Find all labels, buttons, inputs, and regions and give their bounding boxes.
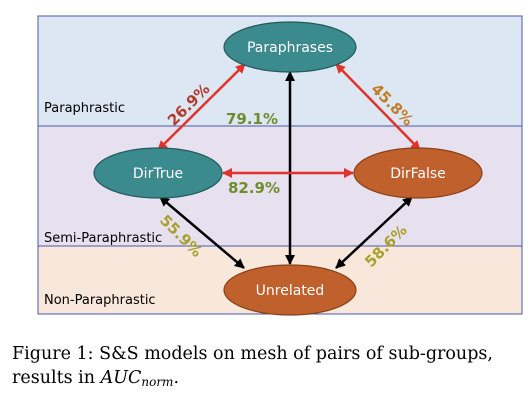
node-dirtrue xyxy=(93,147,223,199)
node-paraphrases xyxy=(223,21,357,73)
caption-line-2: results in AUCnorm. xyxy=(12,366,527,394)
caption-math-subscript: norm xyxy=(141,375,174,389)
edge-dirfalse-unrelated xyxy=(335,196,413,269)
caption-math-base: AUC xyxy=(100,368,142,388)
band-label-non-paraphrastic: Non-Paraphrastic xyxy=(44,293,156,308)
node-label-paraphrases: Paraphrases xyxy=(247,40,333,56)
band-label-paraphrastic: Paraphrastic xyxy=(44,101,125,116)
edge-paraphrases-dirtrue xyxy=(157,63,246,151)
caption-line-2-prefix: results in xyxy=(12,368,101,388)
caption-line-2-suffix: . xyxy=(173,368,180,388)
edge-label-dirtrue-dirfalse: 82.9% xyxy=(228,179,280,197)
band-label-semi-paraphrastic: Semi-Paraphrastic xyxy=(44,231,162,246)
figure-caption: Figure 1: S&S models on mesh of pairs of… xyxy=(12,342,527,394)
edge-paraphrases-dirfalse xyxy=(335,63,421,151)
mesh-diagram: Paraphrastic Semi-Paraphrastic Non-Parap… xyxy=(37,15,523,316)
edge-dirtrue-unrelated xyxy=(159,196,245,269)
node-label-unrelated: Unrelated xyxy=(256,283,325,299)
edge-label-paraphrases-unrelated: 79.1% xyxy=(226,110,278,128)
caption-line-1: Figure 1: S&S models on mesh of pairs of… xyxy=(12,344,493,364)
node-unrelated xyxy=(223,264,357,316)
node-dirfalse xyxy=(353,147,483,199)
node-label-dirtrue: DirTrue xyxy=(133,166,183,182)
node-label-dirfalse: DirFalse xyxy=(390,166,446,182)
